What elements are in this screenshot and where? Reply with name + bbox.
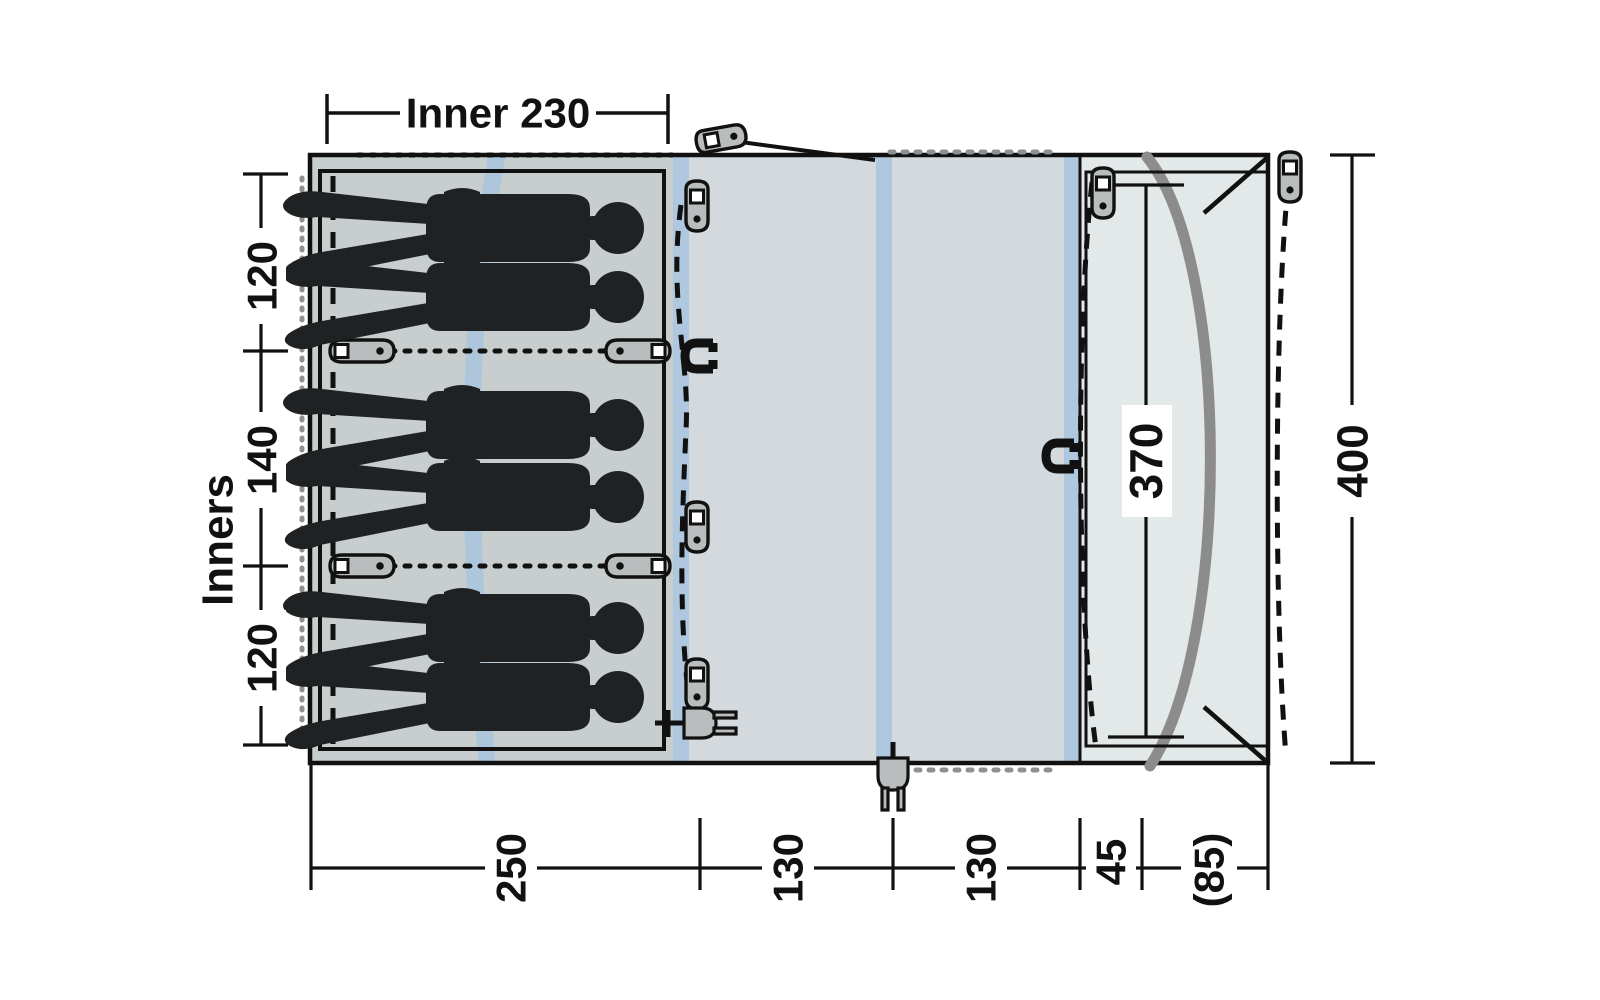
rear-peg-top xyxy=(1090,166,1116,220)
bottom-dim-4: 45 xyxy=(1088,839,1135,886)
bottom-dim-2: 130 xyxy=(765,833,812,903)
peg-icon xyxy=(1277,150,1303,204)
toggle-peg-icon xyxy=(604,553,672,579)
air-beam-3 xyxy=(1064,155,1080,763)
rear-corner-diagonal-top xyxy=(1202,155,1270,215)
left-dim-2: 140 xyxy=(239,425,286,495)
total-depth-value: 400 xyxy=(1329,424,1378,497)
bottom-extension-lines xyxy=(309,765,1270,800)
peg-icon xyxy=(684,500,710,554)
bottom-dim-1: 250 xyxy=(488,833,535,903)
left-dimension-chain: 120 140 120 Inners xyxy=(194,172,288,747)
rear-width-dimension: 370 xyxy=(1108,183,1184,739)
rear-flysheet-dashed xyxy=(1077,181,1099,749)
air-beam-1 xyxy=(673,155,689,763)
right-guy-line-dashed xyxy=(1274,184,1291,757)
power-inlet-left xyxy=(655,706,738,740)
inners-group-label: Inners xyxy=(194,474,243,606)
bottom-dim-3: 130 xyxy=(958,833,1005,903)
door-opening-dashed xyxy=(674,204,692,701)
air-beam-2 xyxy=(876,155,892,763)
rear-section-fill xyxy=(1080,155,1268,763)
guy-line-icon xyxy=(732,139,876,162)
bottom-dimension-chain: 250 130 130 45 (85) xyxy=(309,800,1270,928)
rear-width-value: 370 xyxy=(1120,423,1172,500)
peg-icon xyxy=(684,179,710,233)
pegs-and-guylines xyxy=(355,121,1303,812)
arch-pole-icon xyxy=(1141,151,1216,772)
left-dim-1: 120 xyxy=(239,241,286,311)
toggle-peg-icon xyxy=(604,338,672,364)
right-dimension-total-depth: 400 xyxy=(1329,153,1378,765)
left-dim-3: 120 xyxy=(239,623,286,693)
toggle-peg-icon xyxy=(328,338,396,364)
peg-icon xyxy=(684,657,710,711)
top-dimension-inner-width: Inner 230 xyxy=(325,90,670,144)
inner-width-value: Inner 230 xyxy=(406,90,590,137)
power-plug-icon xyxy=(876,756,910,812)
inner-divider-1 xyxy=(328,338,672,364)
rear-corner-diagonal-bottom xyxy=(1202,705,1270,765)
rear-section: 370 xyxy=(1077,151,1270,772)
bottom-dim-5: (85) xyxy=(1186,833,1233,908)
peg-icon xyxy=(692,121,750,156)
inner-divider-2 xyxy=(328,553,672,579)
toggle-peg-icon xyxy=(328,553,396,579)
power-inlet-bottom xyxy=(876,742,910,812)
rear-inner-outline xyxy=(1084,170,1270,748)
